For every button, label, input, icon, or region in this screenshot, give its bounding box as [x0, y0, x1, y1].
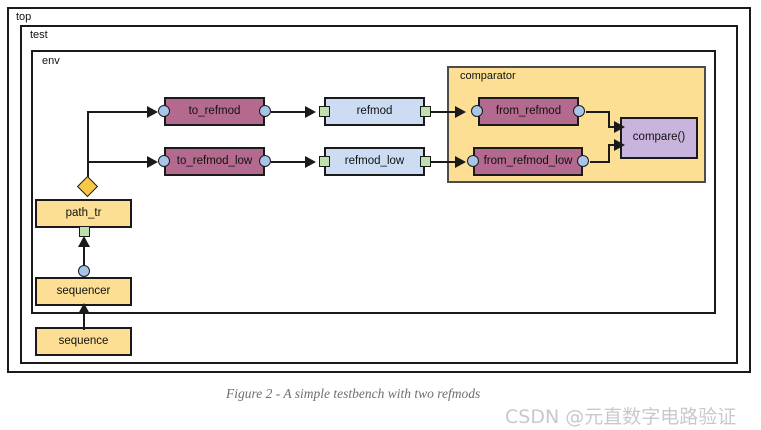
node-label-path-tr: path_tr	[65, 206, 102, 219]
arrow-sequencer-in	[78, 303, 90, 314]
connector-branch-lower	[87, 161, 149, 163]
connector-from-refmod-to-compare-h1	[586, 111, 610, 113]
connector-branch-upper	[87, 111, 149, 113]
node-refmod[interactable]: refmod	[324, 97, 425, 126]
node-sequencer[interactable]: sequencer	[35, 277, 132, 306]
port-from-refmod-out	[573, 105, 585, 117]
port-to-refmod-out	[259, 105, 271, 117]
export-refmod-out	[420, 106, 431, 117]
node-to-refmod[interactable]: to_refmod	[164, 97, 265, 126]
node-sequence[interactable]: sequence	[35, 327, 132, 356]
arrow-refmod-in	[305, 106, 316, 118]
connector-refmod-low-to-from-refmod-low	[430, 161, 463, 163]
arrow-to-to-refmod-low	[147, 156, 158, 168]
node-label-refmod: refmod	[356, 104, 393, 117]
node-from-refmod-low[interactable]: from_refmod_low	[473, 147, 583, 176]
node-label-sequence: sequence	[58, 334, 109, 347]
node-label-sequencer: sequencer	[56, 284, 111, 297]
arrow-path-tr-in	[78, 236, 90, 247]
arrow-compare-in-lower	[614, 139, 625, 151]
node-refmod-low[interactable]: refmod_low	[324, 147, 425, 176]
connector-trunk-vertical	[87, 111, 89, 186]
arrow-from-refmod-in	[455, 106, 466, 118]
node-compare[interactable]: compare()	[620, 117, 698, 159]
node-label-refmod-low: refmod_low	[344, 154, 405, 167]
connector-sequencer-to-path-tr	[83, 240, 85, 275]
port-from-refmod-low-in	[467, 155, 479, 167]
connector-from-refmod-low-to-compare-h1	[590, 161, 610, 163]
node-label-from-refmod-low: from_refmod_low	[483, 154, 573, 167]
node-path-tr[interactable]: path_tr	[35, 199, 132, 228]
port-from-refmod-low-out	[577, 155, 589, 167]
port-sequencer-out	[78, 265, 90, 277]
arrow-compare-in-upper	[614, 121, 625, 133]
arrow-refmod-low-in	[305, 156, 316, 168]
node-label-from-refmod: from_refmod	[495, 104, 562, 117]
container-label-env: env	[42, 55, 60, 67]
container-label-top: top	[16, 11, 32, 23]
export-refmod-in	[319, 106, 330, 117]
export-refmod-low-in	[319, 156, 330, 167]
node-label-to-refmod-low: to_refmod_low	[176, 154, 253, 167]
node-label-compare: compare()	[632, 131, 686, 144]
node-from-refmod[interactable]: from_refmod	[478, 97, 579, 126]
node-to-refmod-low[interactable]: to_refmod_low	[164, 147, 265, 176]
port-to-refmod-low-out	[259, 155, 271, 167]
connector-from-refmod-low-to-compare-v	[608, 144, 610, 162]
group-label-comparator: comparator	[460, 70, 516, 82]
container-label-test: test	[30, 29, 48, 41]
watermark-text: CSDN @元直数字电路验证	[505, 406, 737, 428]
connector-sequence-to-sequencer	[83, 308, 85, 330]
connector-from-refmod-to-compare-v	[608, 111, 610, 126]
port-to-refmod-in	[158, 105, 170, 117]
port-to-refmod-low-in	[158, 155, 170, 167]
connector-refmod-to-from-refmod	[430, 111, 463, 113]
connector-to-refmod-low-to-refmod-low	[271, 161, 311, 163]
export-path-tr-in	[79, 226, 90, 237]
node-label-to-refmod: to_refmod	[188, 104, 241, 117]
connector-to-refmod-to-refmod	[271, 111, 311, 113]
arrow-to-to-refmod	[147, 106, 158, 118]
figure-caption: Figure 2 - A simple testbench with two r…	[226, 386, 481, 401]
port-from-refmod-in	[471, 105, 483, 117]
arrow-from-refmod-low-in	[455, 156, 466, 168]
export-refmod-low-out	[420, 156, 431, 167]
